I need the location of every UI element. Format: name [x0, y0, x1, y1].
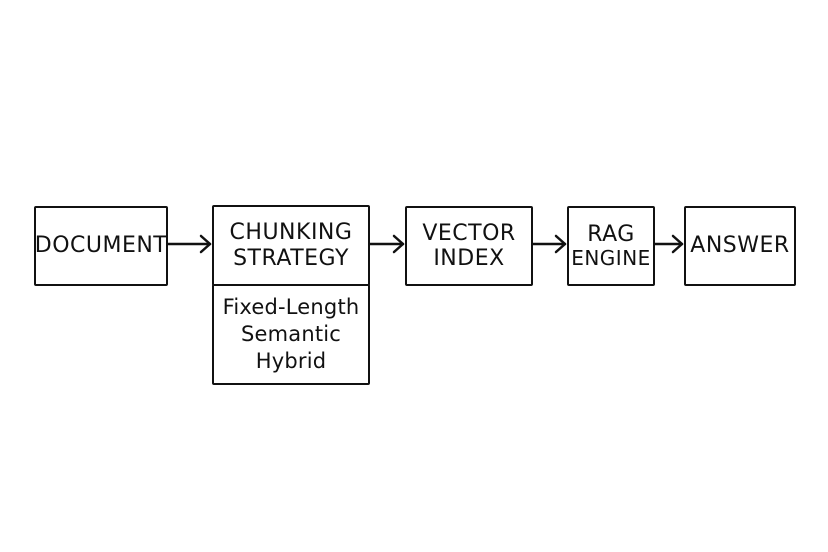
chunking-strategy-node: CHUNKING STRATEGY [212, 205, 370, 286]
answer-label: ANSWER [690, 233, 790, 259]
vector-label-line2: INDEX [433, 246, 505, 271]
arrow-document-to-chunking [166, 234, 212, 254]
method-semantic: Semantic [240, 321, 342, 346]
method-hybrid: Hybrid [255, 349, 327, 374]
chunking-label-line2: STRATEGY [233, 245, 349, 271]
arrow-rag-to-answer [653, 234, 684, 254]
answer-node: ANSWER [684, 206, 796, 286]
vector-index-node: VECTOR INDEX [405, 206, 533, 286]
chunking-label-line1: CHUNKING [229, 220, 353, 246]
arrow-chunking-to-vector [368, 234, 405, 254]
rag-label-line2: ENGINE [571, 246, 651, 271]
method-fixed-length: Fixed-Length [222, 294, 360, 319]
chunking-methods-box: Fixed-Length Semantic Hybrid [212, 284, 370, 385]
vector-label-line1: VECTOR [422, 220, 516, 246]
rag-engine-node: RAG ENGINE [567, 206, 655, 286]
document-node: DOCUMENT [34, 206, 168, 286]
document-label: DOCUMENT [34, 233, 168, 259]
rag-label-line1: RAG [587, 221, 635, 247]
arrow-vector-to-rag [531, 234, 567, 254]
